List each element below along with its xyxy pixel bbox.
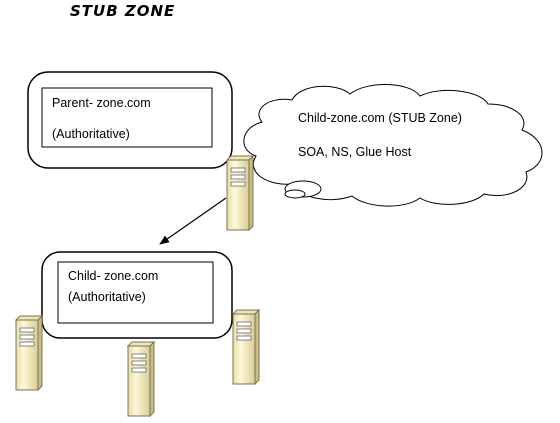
diagram-title: STUB ZONE: [70, 2, 176, 20]
delegation-arrow: [159, 197, 227, 245]
stub-zone-name: Child-zone.com (STUB Zone): [298, 111, 462, 125]
child-zone-role: (Authoritative): [68, 290, 146, 304]
child-zone-box: [57, 261, 214, 324]
cloud-bubble-small: [284, 189, 306, 199]
stub-zone-records: SOA, NS, Glue Host: [298, 145, 412, 159]
server-tower-icon: [231, 308, 261, 386]
stub-zone-cloud: [243, 84, 543, 207]
parent-zone-name: Parent- zone.com: [52, 96, 151, 110]
server-tower-icon: [14, 314, 44, 392]
parent-zone-role: (Authoritative): [52, 127, 130, 141]
child-zone-name: Child- zone.com: [68, 269, 159, 283]
server-tower-icon: [126, 340, 156, 418]
server-tower-icon: [225, 154, 255, 232]
parent-zone-box: [41, 87, 213, 148]
